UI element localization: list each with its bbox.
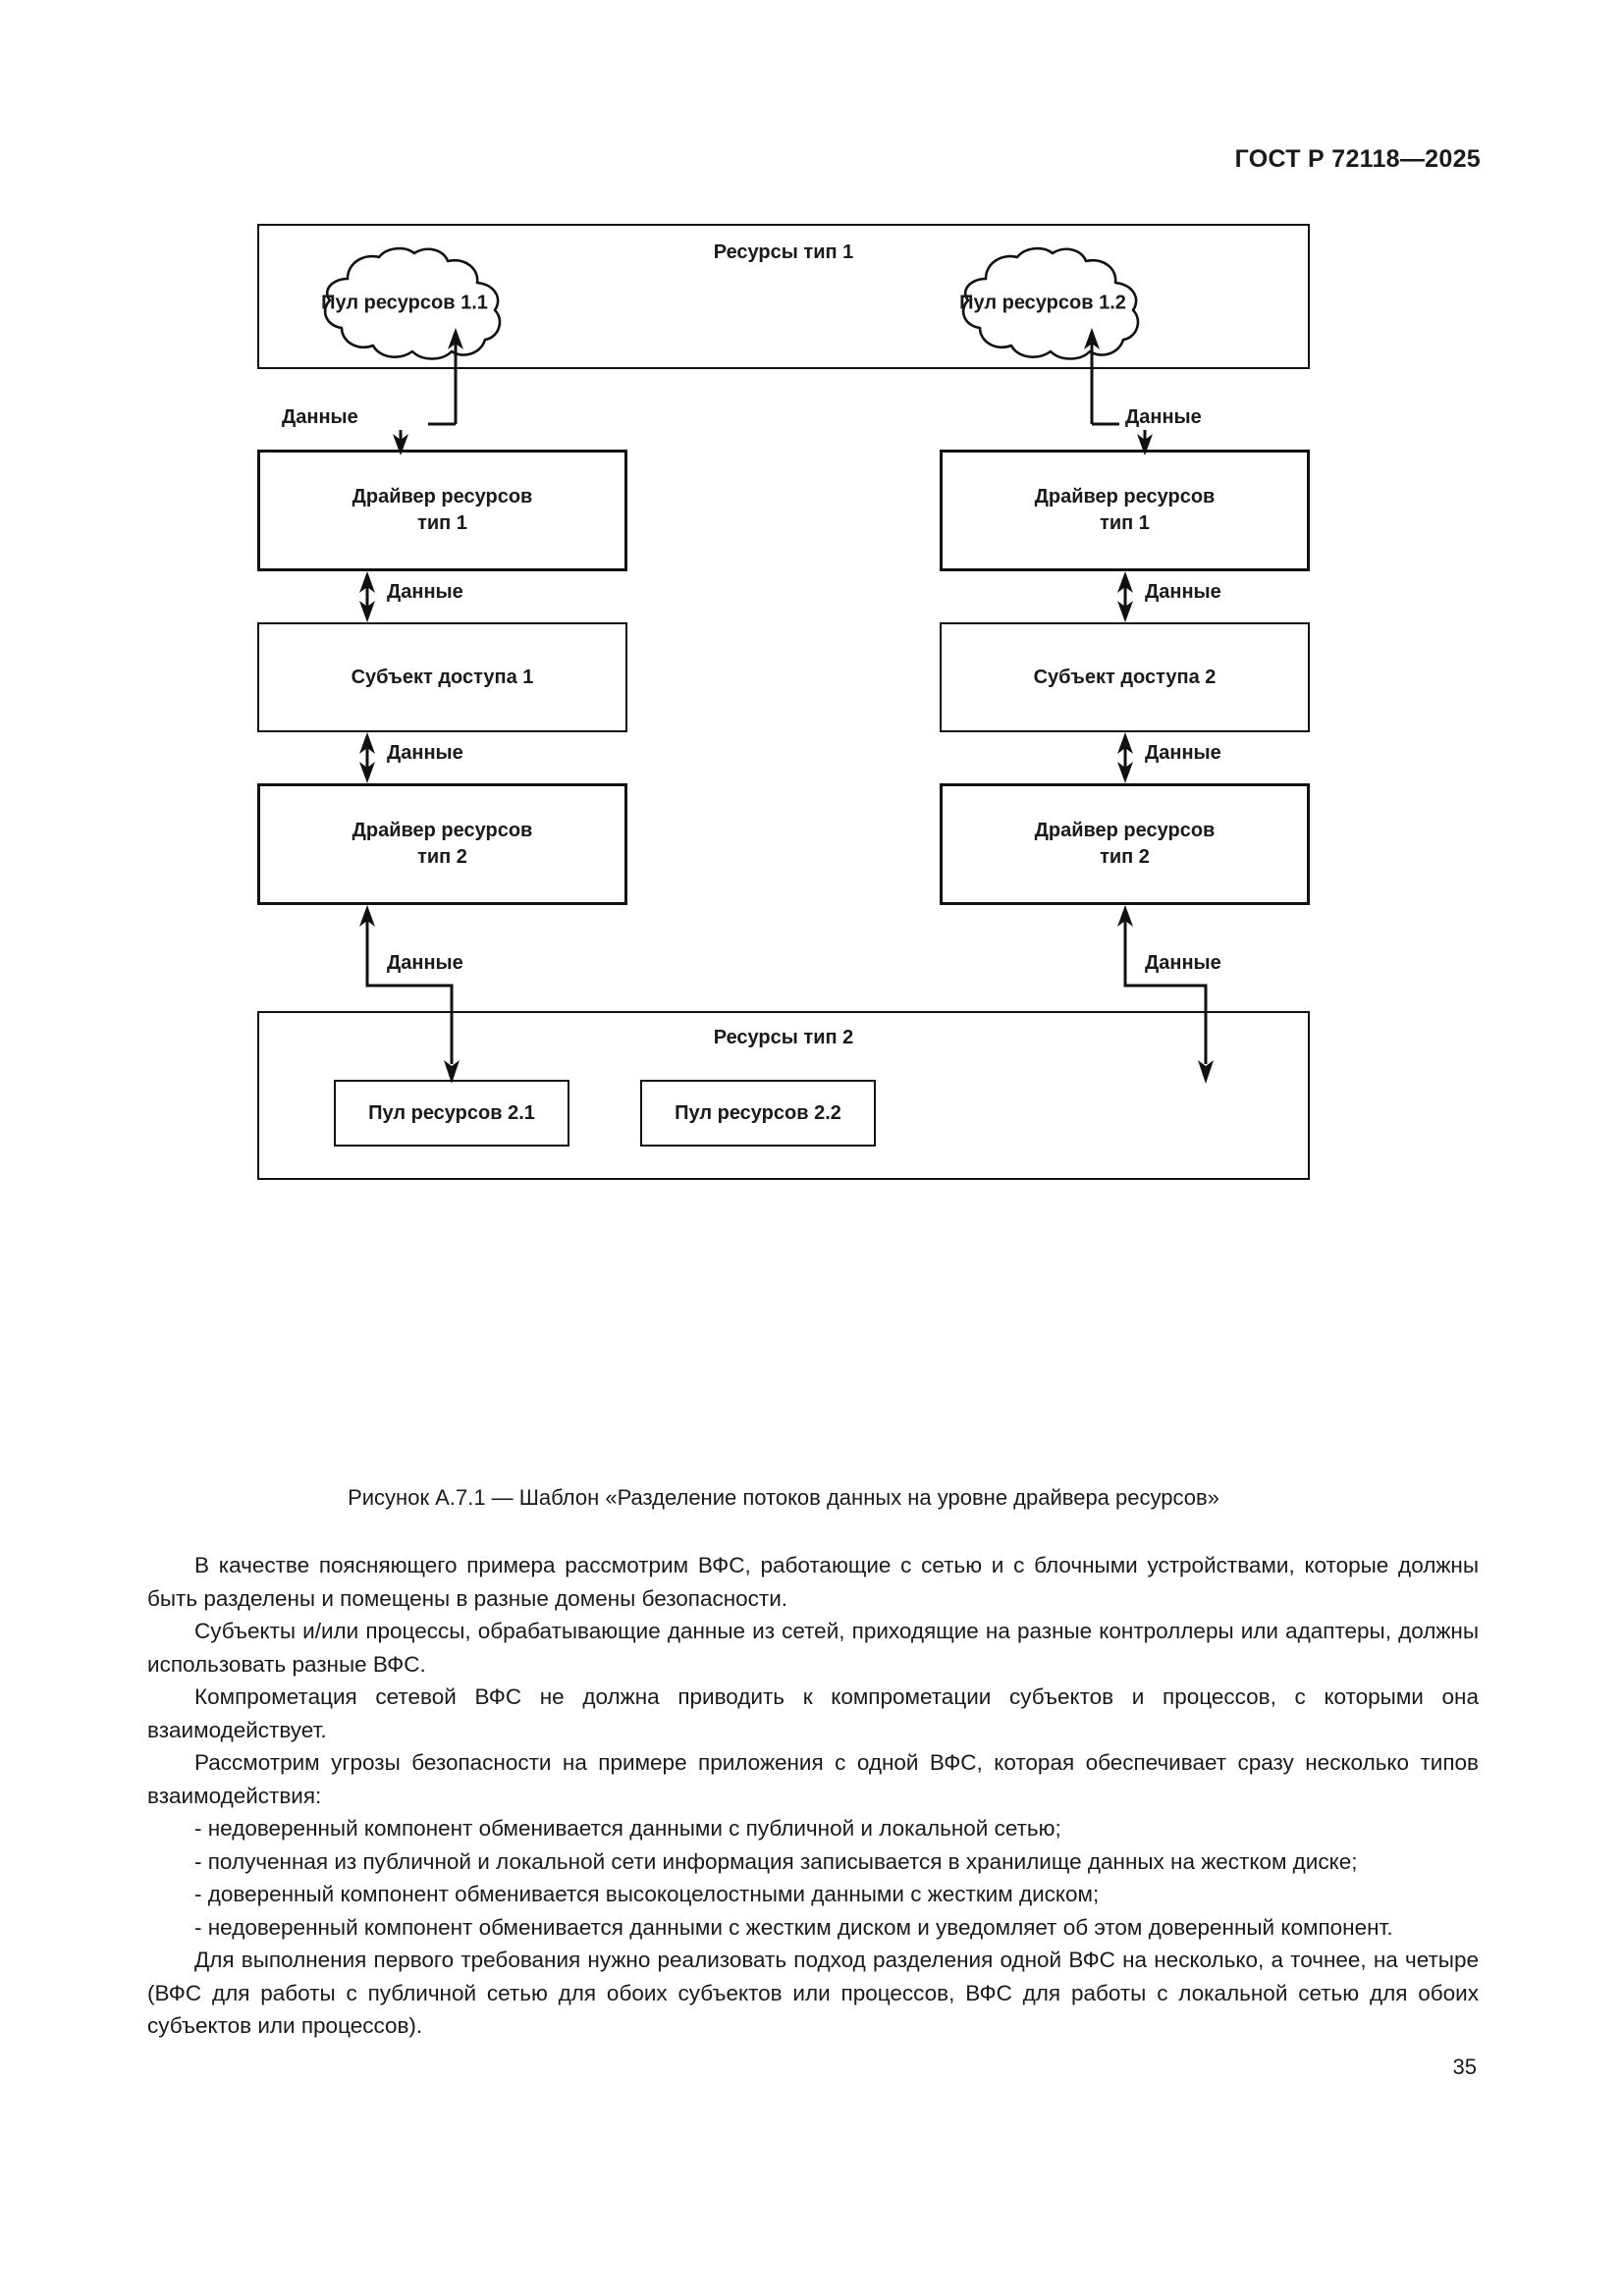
connector-left-pool1-driver1-label: Данные	[282, 406, 358, 428]
resource-pool-1-1-label: Пул ресурсов 1.1	[321, 292, 488, 314]
body-list-item-4: - недоверенный компонент обменивается да…	[194, 1914, 1393, 1940]
resources-type-1-title: Ресурсы тип 1	[713, 241, 854, 263]
connector-right-driver2-pool22: Данные	[1110, 905, 1267, 1150]
left-resource-driver-type-1-box: Драйвер ресурсов тип 1	[257, 450, 627, 571]
body-paragraph-1: В качестве поясняющего примера рассмотри…	[147, 1553, 1479, 1611]
body-list-item-1: - недоверенный компонент обменивается да…	[194, 1816, 1061, 1841]
connector-left-driver1-subject: Данные	[352, 571, 463, 622]
connector-left-subject-driver2-label: Данные	[387, 742, 463, 764]
resources-type-2-title: Ресурсы тип 2	[713, 1027, 854, 1048]
left-resource-driver-type-2-box: Драйвер ресурсов тип 2	[257, 783, 627, 905]
right-access-subject-box: Субъект доступа 2	[940, 622, 1310, 732]
body-paragraph-2: Субъекты и/или процессы, обрабатывающие …	[147, 1619, 1479, 1677]
left-resource-driver-type-1-label: Драйвер ресурсов тип 1	[352, 486, 533, 534]
resource-pool-1-2-cloud: Пул ресурсов 1.2	[925, 245, 1161, 361]
connector-right-driver1-subject: Данные	[1110, 571, 1221, 622]
connector-right-driver1-subject-label: Данные	[1145, 581, 1221, 603]
left-resource-driver-type-2-label: Драйвер ресурсов тип 2	[352, 820, 533, 868]
resource-pool-2-1-label: Пул ресурсов 2.1	[368, 1101, 535, 1124]
connector-left-driver2-pool21-label: Данные	[387, 952, 463, 974]
connector-right-driver2-pool22-label: Данные	[1145, 952, 1221, 974]
running-head-standard-number: ГОСТ Р 72118—2025	[1234, 145, 1481, 173]
body-list-item-3: - доверенный компонент обменивается высо…	[194, 1882, 1100, 1906]
resource-pool-2-1-box: Пул ресурсов 2.1	[334, 1080, 569, 1147]
figure-a-7-1: Ресурсы тип 1 Пул ресурсов 1.1 Пул ресур…	[257, 224, 1310, 1510]
resource-pool-2-2-label: Пул ресурсов 2.2	[675, 1101, 841, 1124]
connector-right-pool1-driver1: Данные	[1062, 308, 1219, 455]
connector-left-pool1-driver1: Данные	[282, 308, 542, 455]
connector-left-driver1-subject-label: Данные	[387, 581, 463, 603]
connector-left-driver2-pool21: Данные	[352, 905, 509, 1150]
body-list-item-2: - полученная из публичной и локальной се…	[194, 1848, 1358, 1874]
body-paragraph-3: Компрометация сетевой ВФС не должна прив…	[147, 1684, 1479, 1742]
page-number: 35	[1452, 2055, 1477, 2079]
connector-left-subject-driver2: Данные	[352, 732, 463, 783]
connector-right-subject-driver2-label: Данные	[1145, 742, 1221, 764]
right-resource-driver-type-1-label: Драйвер ресурсов тип 1	[1034, 486, 1216, 534]
left-access-subject-box: Субъект доступа 1	[257, 622, 627, 732]
body-paragraph-5: Для выполнения первого требования нужно …	[147, 1948, 1479, 2038]
resource-pool-1-2-label: Пул ресурсов 1.2	[959, 292, 1126, 314]
right-resource-driver-type-1-box: Драйвер ресурсов тип 1	[940, 450, 1310, 571]
left-access-subject-label: Субъект доступа 1	[351, 666, 534, 688]
connector-right-pool1-driver1-label: Данные	[1125, 406, 1202, 428]
right-resource-driver-type-2-label: Драйвер ресурсов тип 2	[1034, 820, 1216, 868]
body-text: В качестве поясняющего примера рассмотри…	[147, 1549, 1479, 2043]
right-access-subject-label: Субъект доступа 2	[1033, 666, 1217, 688]
connector-right-subject-driver2: Данные	[1110, 732, 1221, 783]
body-paragraph-4: Рассмотрим угрозы безопасности на пример…	[147, 1750, 1479, 1808]
figure-caption: Рисунок А.7.1 — Шаблон «Разделение поток…	[348, 1485, 1219, 1510]
right-resource-driver-type-2-box: Драйвер ресурсов тип 2	[940, 783, 1310, 905]
resource-pool-2-2-box: Пул ресурсов 2.2	[640, 1080, 876, 1147]
